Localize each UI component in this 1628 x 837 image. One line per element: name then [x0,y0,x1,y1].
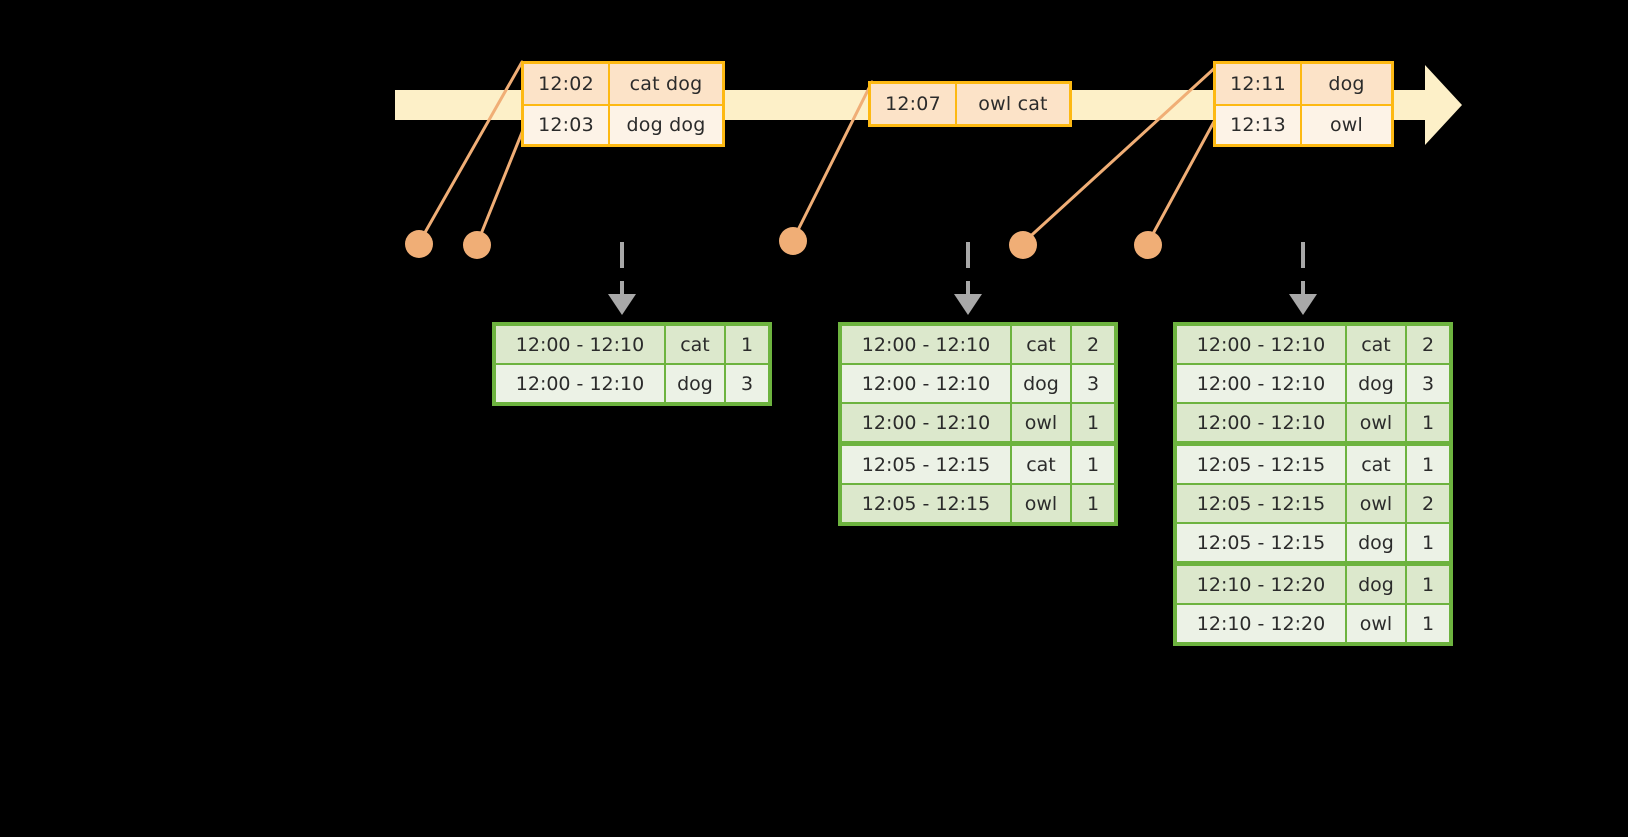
connector-4 [1021,63,1220,245]
marker-dot-1 [405,230,433,258]
count-cell: 1 [1072,485,1114,522]
word-cell: dog [1347,566,1405,603]
event-row[interactable]: 12:02 cat dog [524,64,722,104]
event-time: 12:07 [871,84,957,124]
word-cell: owl [1347,605,1405,642]
marker-dot-3 [779,227,807,255]
event-time: 12:02 [524,64,610,104]
event-words: dog dog [610,106,722,144]
event-row[interactable]: 12:11 dog [1216,64,1391,104]
window-cell: 12:00 - 12:10 [842,365,1010,402]
event-row[interactable]: 12:13 owl [1216,104,1391,144]
snapshot-arrow-2 [954,242,982,315]
word-cell: dog [1012,365,1070,402]
event-words: dog [1302,64,1391,104]
event-box-group-2[interactable]: 12:07 owl cat [868,81,1072,127]
event-box-group-3[interactable]: 12:11 dog 12:13 owl [1213,61,1394,147]
word-cell: cat [666,326,724,363]
count-cell: 3 [1072,365,1114,402]
event-markers [405,227,1162,259]
window-cell: 12:10 - 12:20 [1177,566,1345,603]
word-cell: dog [1347,365,1405,402]
window-cell: 12:05 - 12:15 [1177,446,1345,483]
snapshot-arrow-1 [608,242,636,315]
window-cell: 12:05 - 12:15 [1177,485,1345,522]
count-cell: 3 [1407,365,1449,402]
word-cell: owl [1012,485,1070,522]
event-row[interactable]: 12:03 dog dog [524,104,722,144]
word-cell: dog [1347,524,1405,561]
window-cell: 12:00 - 12:10 [1177,365,1345,402]
event-words: cat dog [610,64,722,104]
snapshot-arrow-3 [1289,242,1317,315]
event-box-group-1[interactable]: 12:02 cat dog 12:03 dog dog [521,61,725,147]
connector-2 [475,123,527,246]
window-cell: 12:00 - 12:10 [496,326,664,363]
event-words: owl [1302,106,1391,144]
count-cell: 1 [1072,404,1114,441]
count-cell: 1 [1407,404,1449,441]
window-cell: 12:00 - 12:10 [1177,326,1345,363]
window-cell: 12:00 - 12:10 [842,404,1010,441]
connector-5 [1146,116,1218,245]
count-cell: 1 [1407,524,1449,561]
count-cell: 1 [1407,605,1449,642]
snapshot-arrows [608,242,1317,315]
event-words: owl cat [957,84,1069,124]
window-cell: 12:05 - 12:15 [842,446,1010,483]
word-cell: cat [1347,446,1405,483]
count-cell: 1 [1072,446,1114,483]
event-row[interactable]: 12:07 owl cat [871,84,1069,124]
word-cell: cat [1347,326,1405,363]
event-time: 12:11 [1216,64,1302,104]
marker-dot-2 [463,231,491,259]
window-cell: 12:05 - 12:15 [842,485,1010,522]
count-cell: 1 [726,326,768,363]
count-cell: 3 [726,365,768,402]
word-cell: cat [1012,446,1070,483]
window-cell: 12:05 - 12:15 [1177,524,1345,561]
connector-3 [791,80,874,242]
event-time: 12:13 [1216,106,1302,144]
count-cell: 2 [1407,485,1449,522]
marker-dot-5 [1134,231,1162,259]
count-cell: 1 [1407,446,1449,483]
count-cell: 2 [1407,326,1449,363]
window-cell: 12:00 - 12:10 [496,365,664,402]
window-cell: 12:10 - 12:20 [1177,605,1345,642]
marker-connectors [417,60,1220,246]
event-time: 12:03 [524,106,610,144]
marker-dot-4 [1009,231,1037,259]
word-cell: owl [1347,485,1405,522]
window-cell: 12:00 - 12:10 [842,326,1010,363]
word-cell: owl [1347,404,1405,441]
connector-1 [417,60,524,245]
word-cell: dog [666,365,724,402]
window-cell: 12:00 - 12:10 [1177,404,1345,441]
count-cell: 2 [1072,326,1114,363]
word-cell: cat [1012,326,1070,363]
count-cell: 1 [1407,566,1449,603]
word-cell: owl [1012,404,1070,441]
